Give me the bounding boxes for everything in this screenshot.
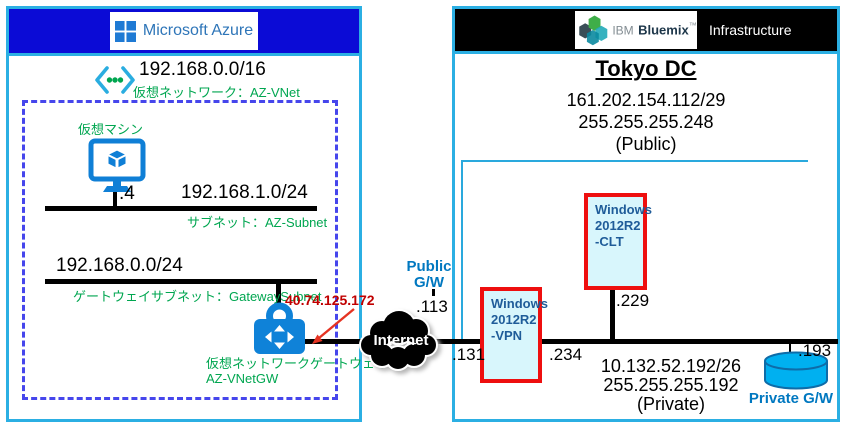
bluemix-header: IBM Bluemix™ Infrastructure (455, 9, 837, 54)
gateway-public-ip: 40.74.125.172 (285, 292, 375, 308)
private-mask: 255.255.255.192 (603, 375, 739, 395)
public-cidr: 161.202.154.112/29 (566, 90, 726, 110)
private-network-info: 10.132.52.192/26 255.255.255.192 (Privat… (578, 357, 764, 414)
public-gw-ip: .113 (416, 297, 448, 316)
vm-connector-line (113, 192, 117, 208)
internet-cloud-icon (359, 309, 438, 371)
vpn-private-ip: .234 (549, 345, 583, 364)
internet-link-line (298, 339, 838, 344)
vnet-icon (95, 66, 135, 94)
windows-logo-icon (114, 20, 136, 42)
ibm-brand-text: IBM Bluemix™ (612, 20, 697, 38)
vnet-cidr: 192.168.0.0/16 (139, 59, 266, 80)
azure-header: Microsoft Azure (9, 9, 359, 56)
private-caption: (Private) (636, 394, 705, 414)
clt-connector-line (610, 288, 615, 342)
az-subnet-cidr: 192.168.1.0/24 (181, 182, 308, 203)
vm-monitor-icon (88, 138, 146, 192)
az-subnet-label: サブネット：AZ-Subnet (187, 215, 328, 230)
private-gw-tick (789, 343, 791, 354)
private-gw-ip: .193 (798, 341, 832, 360)
vnet-boundary (22, 100, 338, 400)
private-gw-label: Private G/W (748, 390, 834, 407)
vnet-gateway-label: 仮想ネットワークゲートウェイ： AZ-VNetGW (206, 356, 402, 386)
public-boundary-line-h (461, 160, 808, 162)
vnet-gateway-icon (254, 302, 305, 354)
clt-server-box: Windows 2012R2 -CLT (584, 193, 652, 290)
infrastructure-text: Infrastructure (709, 22, 792, 38)
azure-brand-text: Microsoft Azure (142, 22, 254, 39)
public-caption: (Public) (615, 134, 677, 154)
gw-subnet-cidr: 192.168.0.0/24 (56, 255, 183, 276)
public-boundary-line-v (461, 160, 463, 342)
private-gw-icon (764, 351, 828, 390)
tokyo-dc-title: Tokyo DC (595, 56, 697, 81)
public-mask: 255.255.255.248 (578, 112, 714, 132)
vpn-server-box: Windows 2012R2 -VPN (480, 287, 548, 383)
gateway-connector-line (276, 283, 281, 307)
public-network-info: 161.202.154.112/29 255.255.255.248 (Publ… (455, 89, 837, 155)
internet-label: Internet (373, 332, 429, 349)
ibm-bluemix-logo: IBM Bluemix™ (575, 11, 697, 49)
vm-ip: .4 (119, 183, 135, 204)
vpn-public-ip: .131 (452, 345, 486, 364)
microsoft-azure-logo: Microsoft Azure (110, 12, 258, 50)
bluemix-hexagon-icon (579, 15, 608, 46)
private-cidr: 10.132.52.192/26 (600, 356, 742, 376)
gw-subnet-label: ゲートウェイサブネット：GatewaySubnet (73, 289, 322, 304)
public-gw-label: Public G/W (406, 258, 452, 291)
clt-ip: .229 (616, 291, 650, 310)
azure-panel: Microsoft Azure (6, 6, 362, 422)
vm-label: 仮想マシン (78, 122, 144, 137)
gateway-subnet-line (45, 279, 317, 284)
az-subnet-line (45, 206, 317, 211)
vnet-label: 仮想ネットワーク：AZ-VNet (133, 85, 300, 100)
gateway-ip-arrow (312, 308, 355, 344)
public-gw-tick (432, 289, 435, 296)
